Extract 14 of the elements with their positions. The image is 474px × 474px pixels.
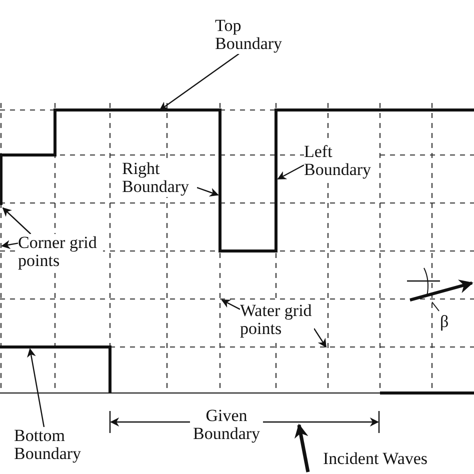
angle-symbol: β — [440, 313, 449, 332]
leader-line — [277, 164, 304, 180]
boundary-label: Right Boundary — [122, 160, 197, 197]
dimension-label: Given Boundary — [190, 407, 264, 444]
leader-line — [2, 207, 32, 234]
grid-point-label: Water grid points — [240, 302, 314, 339]
leader-line — [1, 240, 18, 250]
direction-label: Incident Waves — [323, 450, 428, 468]
leader-line — [159, 53, 240, 111]
leader-line — [196, 186, 219, 197]
leader-line — [314, 328, 326, 348]
grid-point-label: Corner grid points — [18, 234, 103, 271]
leader-line — [27, 348, 45, 428]
leader-line — [221, 299, 240, 310]
